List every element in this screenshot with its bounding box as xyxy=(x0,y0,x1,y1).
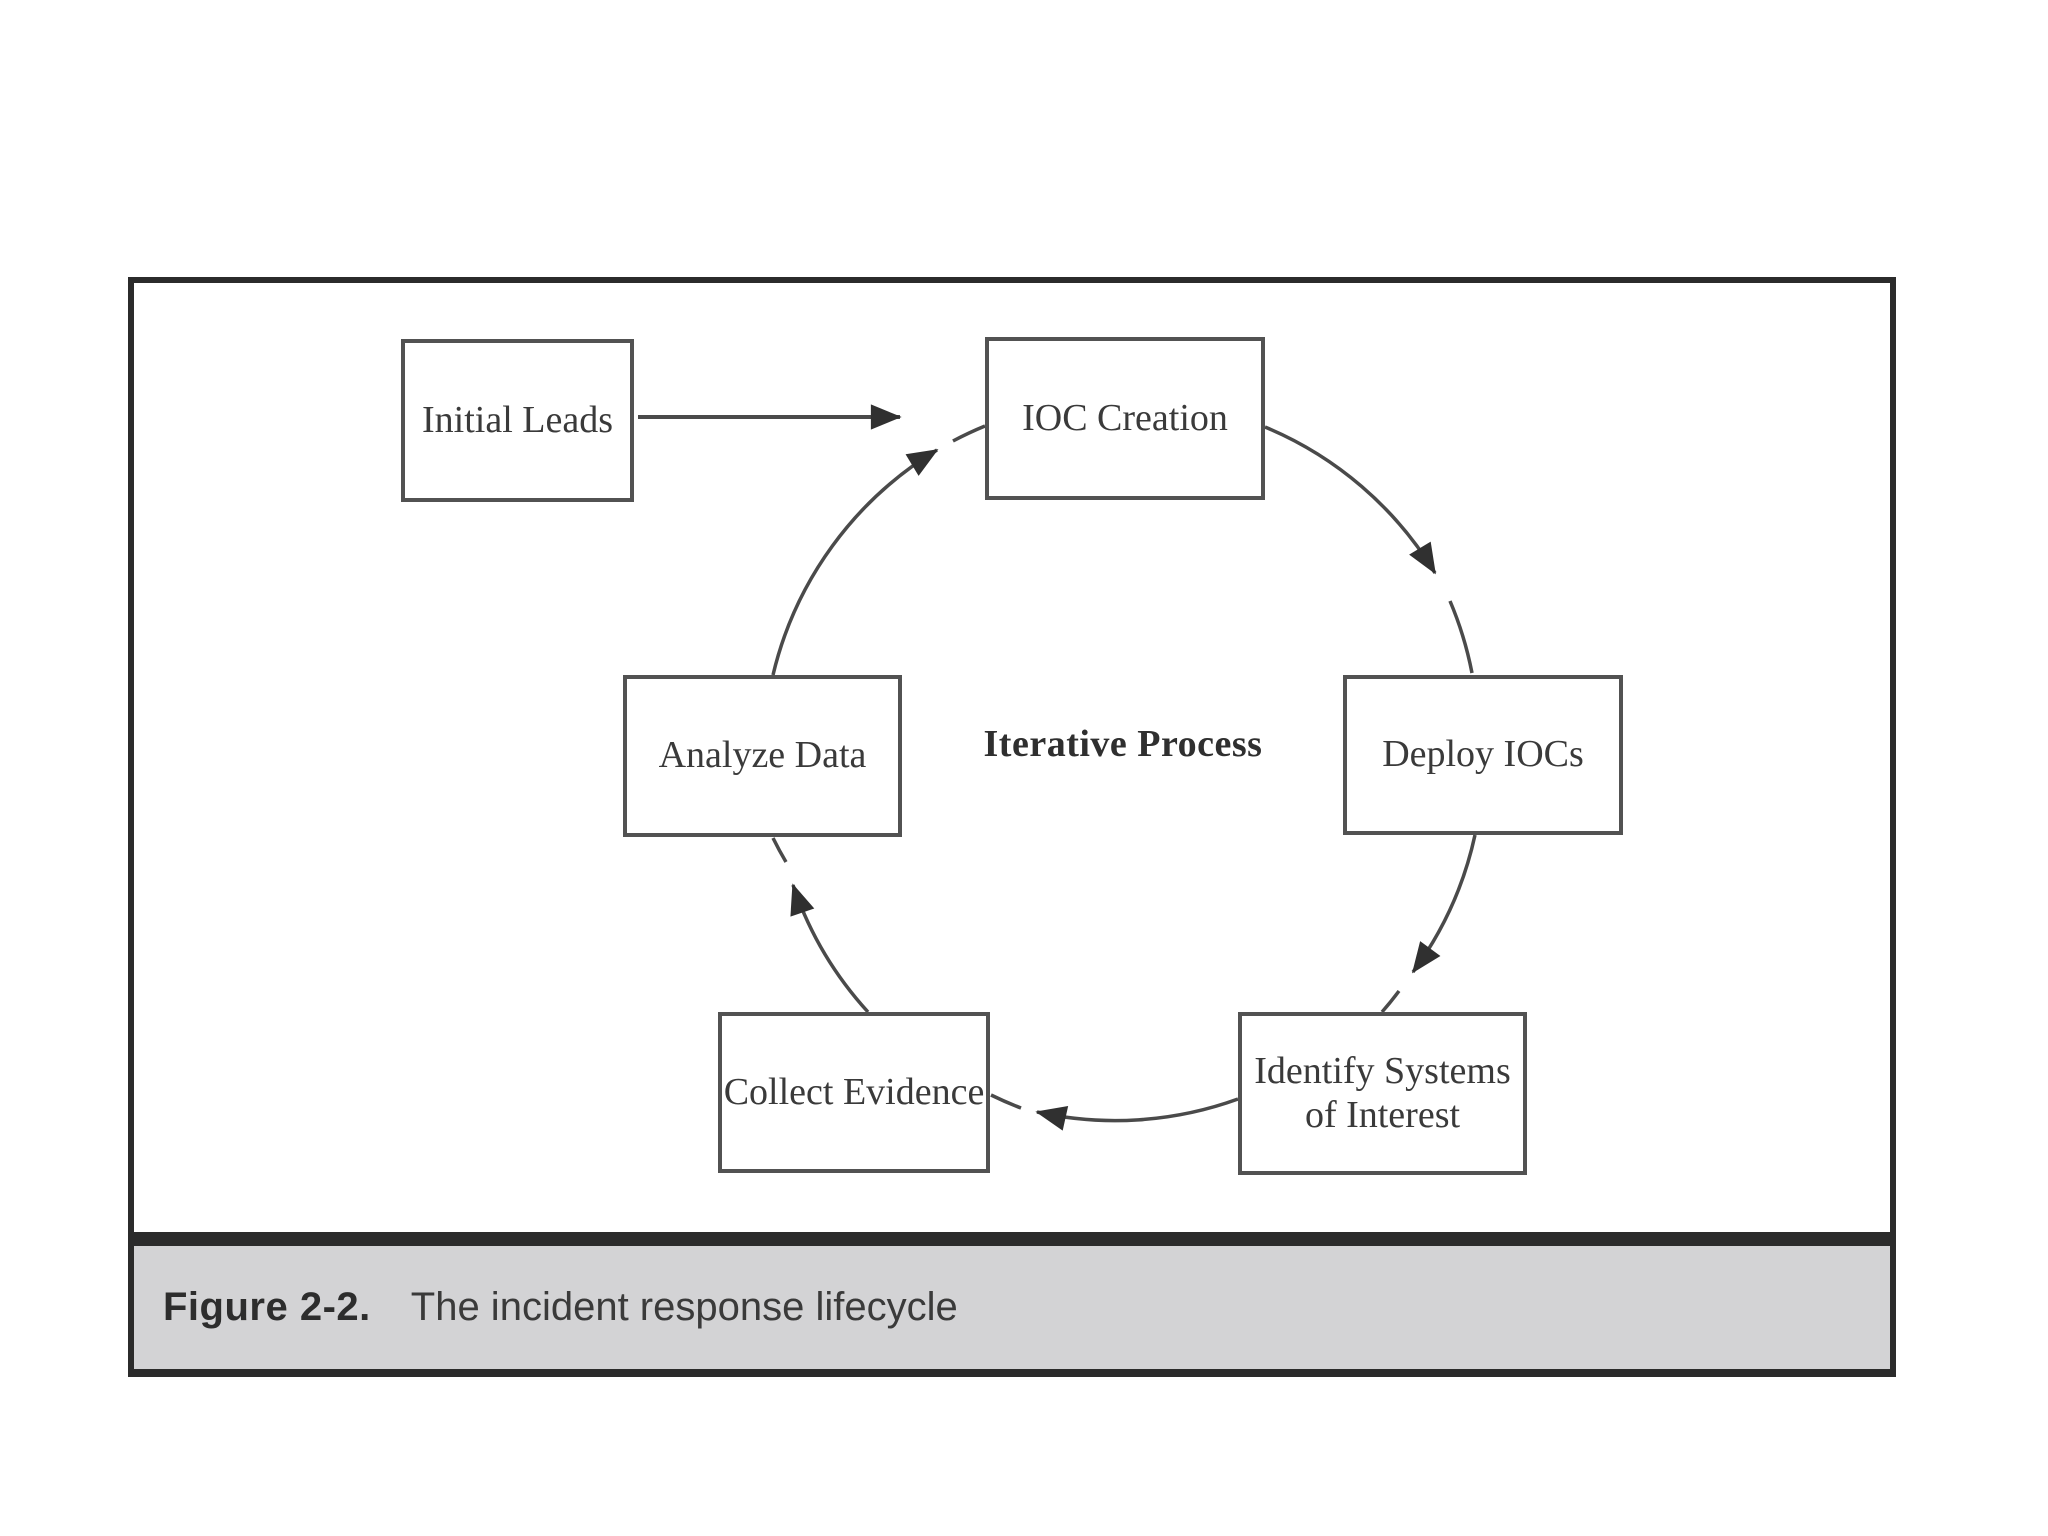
node-initial-leads: Initial Leads xyxy=(401,339,634,502)
node-label: Collect Evidence xyxy=(723,1070,985,1113)
node-label-line1: Identify Systems xyxy=(1254,1049,1511,1092)
iterative-process-label: Iterative Process xyxy=(983,723,1263,765)
node-identify-systems-of-interest: Identify Systems of Interest xyxy=(1238,1012,1527,1175)
arrow-analyze-data-to-ioc-creation xyxy=(771,448,939,676)
figure-caption-title: The incident response lifecycle xyxy=(410,1285,958,1329)
arrow-collect-evidence-to-analyze-data-stub xyxy=(771,837,788,863)
arrow-collect-evidence-to-analyze-data xyxy=(790,883,870,1014)
node-collect-evidence: Collect Evidence xyxy=(718,1012,990,1173)
node-deploy-iocs: Deploy IOCs xyxy=(1343,675,1623,835)
node-label-line2: of Interest xyxy=(1304,1093,1461,1136)
node-analyze-data: Analyze Data xyxy=(623,675,902,837)
arrow-deploy-iocs-to-identify-systems xyxy=(1411,834,1477,974)
node-label: Deploy IOCs xyxy=(1382,733,1584,776)
node-label: IOC Creation xyxy=(1022,396,1228,439)
arrow-ioc-creation-to-deploy-iocs xyxy=(1264,425,1437,575)
arrow-identify-systems-to-collect-evidence-stub xyxy=(990,1093,1022,1110)
figure-number: Figure 2-2. xyxy=(163,1285,371,1329)
arrow-analyze-data-to-ioc-creation-stub xyxy=(952,424,986,443)
arrow-identify-systems-to-collect-evidence xyxy=(1035,1097,1239,1131)
node-ioc-creation: IOC Creation xyxy=(985,337,1265,500)
arrow-deploy-iocs-to-identify-systems-stub xyxy=(1380,989,1401,1014)
node-label: Analyze Data xyxy=(658,734,867,777)
arrow-ioc-creation-to-deploy-iocs-stub xyxy=(1448,600,1474,674)
node-label: Initial Leads xyxy=(422,398,613,441)
figure-caption-bar: Figure 2-2. The incident response lifecy… xyxy=(128,1232,1896,1377)
